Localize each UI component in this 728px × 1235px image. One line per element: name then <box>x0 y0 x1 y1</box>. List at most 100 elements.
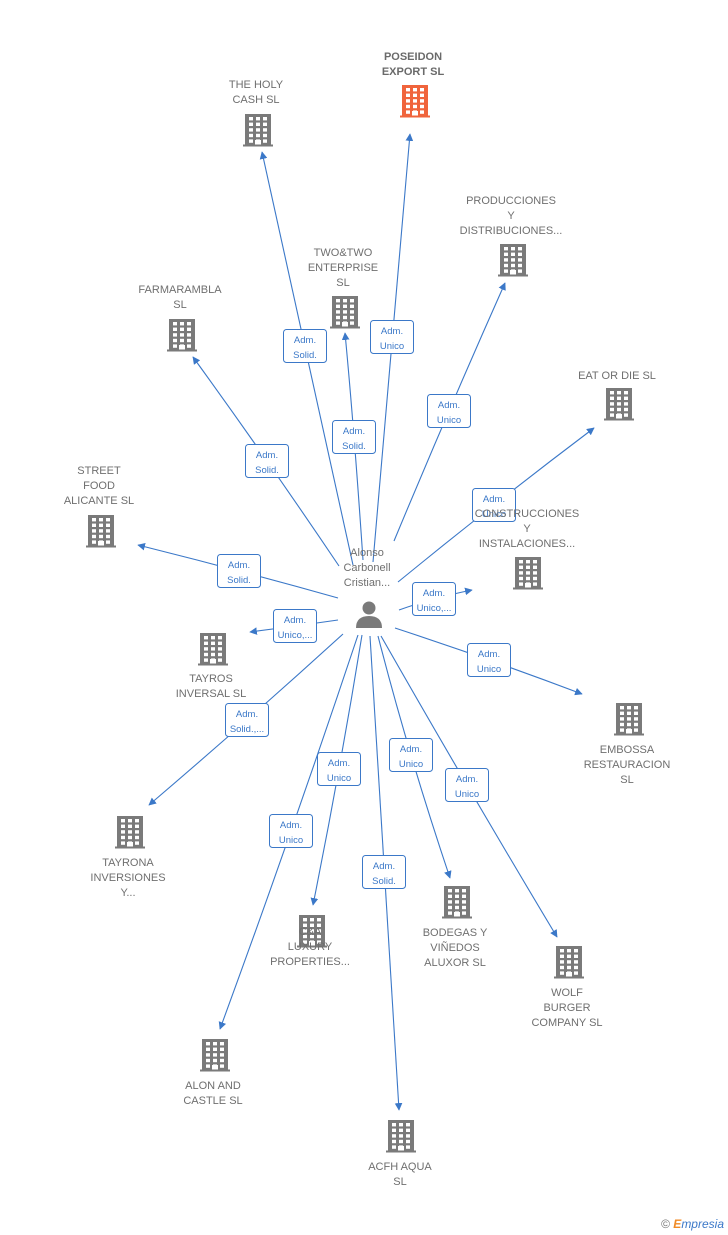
role-label-line: Solid. <box>255 465 279 476</box>
company-label-line: ALON AND <box>185 1080 241 1092</box>
building-icon[interactable] <box>86 515 116 548</box>
footer-credit: © Empresia <box>661 1217 724 1231</box>
role-badge[interactable]: Adm. Unico <box>427 394 471 428</box>
role-badge[interactable]: Adm.Unico <box>370 320 414 354</box>
role-badge[interactable]: Adm.Solid. <box>245 444 289 478</box>
building-icon[interactable] <box>243 114 273 147</box>
building-icon[interactable] <box>167 319 197 352</box>
role-badge[interactable]: Adm.Unico <box>467 643 511 677</box>
role-badge[interactable]: Adm.Unico <box>269 814 313 848</box>
role-label: Adm.Unico <box>380 326 404 352</box>
brand-logo[interactable]: Empresia <box>673 1217 724 1231</box>
role-label-line: Adm. <box>438 400 460 411</box>
building-icon[interactable] <box>297 915 327 948</box>
role-label-line: Unico <box>437 415 461 426</box>
company-label-line: C&A <box>299 926 322 938</box>
role-label-line: Adm. <box>328 758 350 769</box>
building-icon[interactable] <box>115 816 145 849</box>
building-icon[interactable] <box>198 633 228 666</box>
company-label-line: SL <box>620 774 633 786</box>
role-badge[interactable]: Adm.Unico <box>389 738 433 772</box>
building-icon[interactable] <box>604 388 634 421</box>
building-icon[interactable] <box>498 244 528 277</box>
building-icon[interactable] <box>400 85 430 118</box>
role-badge[interactable]: Adm.Unico <box>317 752 361 786</box>
role-label: Adm.Solid. <box>342 426 366 452</box>
company-node-aloncastle[interactable]: ALON AND CASTLE SL <box>183 1039 243 1107</box>
role-badge[interactable]: Adm.Solid. <box>283 329 327 363</box>
building-icon[interactable] <box>554 946 584 979</box>
role-badge[interactable]: Adm.Solid. <box>362 855 406 889</box>
company-label-line: Y <box>523 523 531 535</box>
company-label-line: TAYROS <box>189 673 233 685</box>
company-label[interactable]: ALON AND CASTLE SL <box>183 1080 242 1107</box>
building-icon[interactable] <box>330 296 360 329</box>
edge-tayrosinversal: Adm. Unico,... <box>249 609 339 643</box>
edge-twotwo: Adm.Solid. <box>332 332 376 561</box>
company-label-line: STREET <box>77 465 121 477</box>
role-label-line: Adm. <box>228 560 250 571</box>
person-label-line: Alonso <box>350 547 384 559</box>
role-label-line: Unico,... <box>278 630 313 641</box>
role-badge[interactable]: Adm.Solid.,... <box>225 703 269 737</box>
company-label-line: RESTAURACION <box>584 759 671 771</box>
company-label-line: ENTERPRISE <box>308 262 378 274</box>
edge-farmarambla: Adm.Solid. <box>192 356 340 567</box>
building-icon[interactable] <box>442 886 472 919</box>
role-badge[interactable]: Adm. Unico,... <box>273 609 317 643</box>
building-icon[interactable] <box>513 557 543 590</box>
role-label: Adm.Solid. <box>255 450 279 476</box>
role-badge[interactable]: Adm.Solid. <box>217 554 261 588</box>
role-badge[interactable]: Adm.Unico,... <box>412 582 456 616</box>
company-label-line: FARMARAMBLA <box>138 284 222 296</box>
role-badge[interactable]: Adm.Unico <box>445 768 489 802</box>
edge-construcciones: Adm.Unico,... <box>398 582 473 616</box>
person-icon <box>356 601 382 628</box>
company-label-line: BURGER <box>543 1002 590 1014</box>
building-icon[interactable] <box>386 1120 416 1153</box>
edge-wolfburger: Adm.Unico <box>380 635 558 938</box>
role-badge[interactable]: Adm.Unico <box>472 488 516 522</box>
company-label-line: CASTLE SL <box>183 1095 242 1107</box>
edge-acfhaqua: Adm.Solid. <box>362 635 406 1111</box>
building-icon[interactable] <box>614 703 644 736</box>
company-node-eatordie[interactable]: EAT OR DIE SL <box>578 370 656 421</box>
edge-poseidon: Adm.Unico <box>370 133 414 563</box>
role-label-line: Adm. <box>284 615 306 626</box>
role-label: Adm.Unico <box>455 774 479 800</box>
building-icon[interactable] <box>200 1039 230 1072</box>
company-label[interactable]: EAT OR DIE SL <box>578 370 656 382</box>
role-label-line: Unico <box>380 341 404 352</box>
role-badge[interactable]: Adm.Solid. <box>332 420 376 454</box>
